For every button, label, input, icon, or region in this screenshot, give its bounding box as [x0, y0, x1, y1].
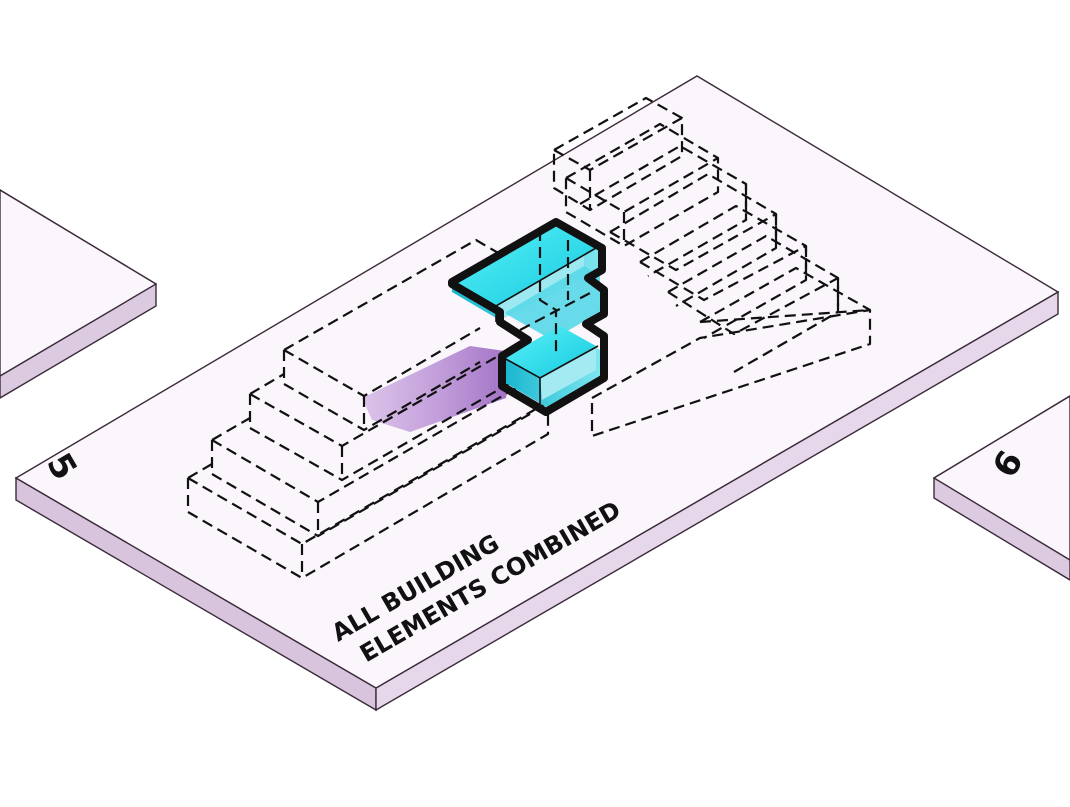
board-left	[0, 189, 158, 399]
board-right: 6	[932, 395, 1070, 581]
dashed-building-massing-right	[552, 96, 872, 438]
highlighted-building-element	[448, 218, 608, 416]
dashed-building-massing-left	[186, 238, 550, 580]
cast-shadow	[362, 346, 512, 432]
